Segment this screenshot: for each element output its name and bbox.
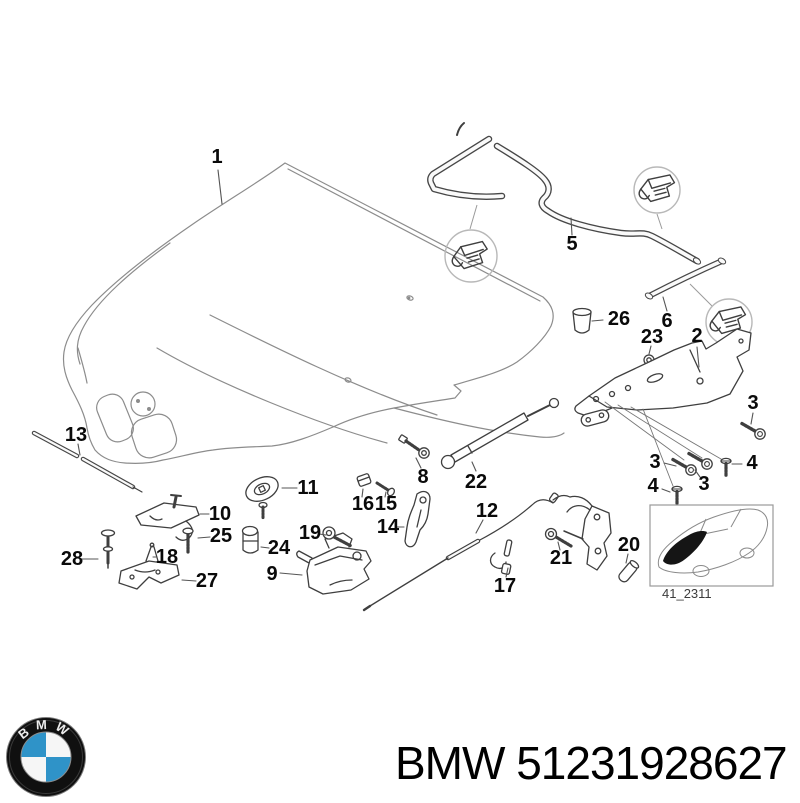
part-20-pin [618, 559, 640, 583]
part-label-6: 6 [661, 310, 672, 332]
part-22-gas-strut [440, 397, 610, 470]
part-10-latch [135, 494, 200, 541]
hood-seal-5 [427, 122, 702, 265]
part-label-3: 3 [747, 392, 758, 414]
release-bracket [563, 495, 612, 571]
bmw-logo: BMW [5, 716, 87, 798]
part-16-cap [356, 473, 372, 487]
part-12-release-cable [362, 492, 571, 612]
part-label-19: 19 [299, 522, 321, 544]
part-25-screw [182, 527, 194, 554]
part-24-buffer [241, 525, 259, 554]
leader-lines [77, 169, 754, 582]
part-label-3: 3 [698, 473, 709, 495]
part-21-bolt [544, 527, 573, 548]
part-11-grommet [245, 476, 279, 520]
part-label-21: 21 [550, 547, 572, 569]
hood-seal-6 [644, 257, 727, 300]
part-17-clip [489, 539, 513, 575]
part-label-10: 10 [209, 503, 231, 525]
parts-artwork [31, 307, 767, 612]
part-label-9: 9 [266, 563, 277, 585]
part-9-lock [296, 532, 372, 595]
part-3-screw [739, 421, 767, 441]
part-label-3: 3 [649, 451, 660, 473]
part-label-24: 24 [268, 537, 291, 559]
part-label-22: 22 [465, 471, 487, 493]
part-label-4: 4 [746, 452, 758, 474]
hood-roundel-mark [130, 391, 156, 417]
part-label-1: 1 [211, 146, 222, 168]
part-label-28: 28 [61, 548, 83, 570]
hood-outline [62, 162, 554, 464]
part-label-11: 11 [297, 477, 318, 499]
part-label-4: 4 [647, 475, 659, 497]
car-thumbnail: 41_2311 [649, 504, 774, 601]
part-15-screw [375, 481, 396, 497]
part-27-bracket [118, 560, 180, 590]
brand-text: BMW [395, 737, 505, 789]
part-label-16: 16 [352, 493, 374, 515]
part-label-14: 14 [377, 516, 400, 538]
part-label-17: 17 [494, 575, 516, 597]
part-8-bolt [398, 434, 430, 459]
part-label-27: 27 [196, 570, 218, 592]
part-label-13: 13 [65, 424, 87, 446]
kidney-grille-right [130, 413, 178, 459]
part-number-text: 51231928627 [516, 737, 787, 789]
part-4-screw [670, 484, 684, 506]
part-label-2: 2 [691, 325, 702, 347]
part-28-rivet [100, 529, 116, 569]
diagram-code: 41_2311 [662, 586, 712, 601]
part-label-18: 18 [156, 546, 178, 568]
part-label-20: 20 [618, 534, 640, 556]
part-label-23: 23 [641, 326, 663, 348]
magnifier-circle-left [444, 229, 498, 283]
part-2-hinge [574, 328, 752, 418]
part-13-rod [31, 430, 143, 493]
hood-panel-drawing [62, 162, 565, 464]
part-label-25: 25 [210, 525, 232, 547]
part-label-12: 12 [476, 500, 498, 522]
highlighted-hood [663, 531, 707, 565]
part-4-screw [719, 456, 733, 478]
part-14-release-handle [404, 490, 431, 548]
footer-part-number: BMW 51231928627 [395, 739, 790, 791]
part-3-screw [670, 457, 698, 477]
part-label-26: 26 [608, 308, 630, 330]
part-label-15: 15 [375, 493, 397, 515]
part-19-screw [322, 526, 353, 548]
part-label-5: 5 [566, 233, 577, 255]
part-label-8: 8 [417, 466, 428, 488]
kidney-grille-left [96, 393, 134, 443]
part-26-cap [572, 307, 592, 334]
magnifier-circle-top [633, 166, 681, 214]
